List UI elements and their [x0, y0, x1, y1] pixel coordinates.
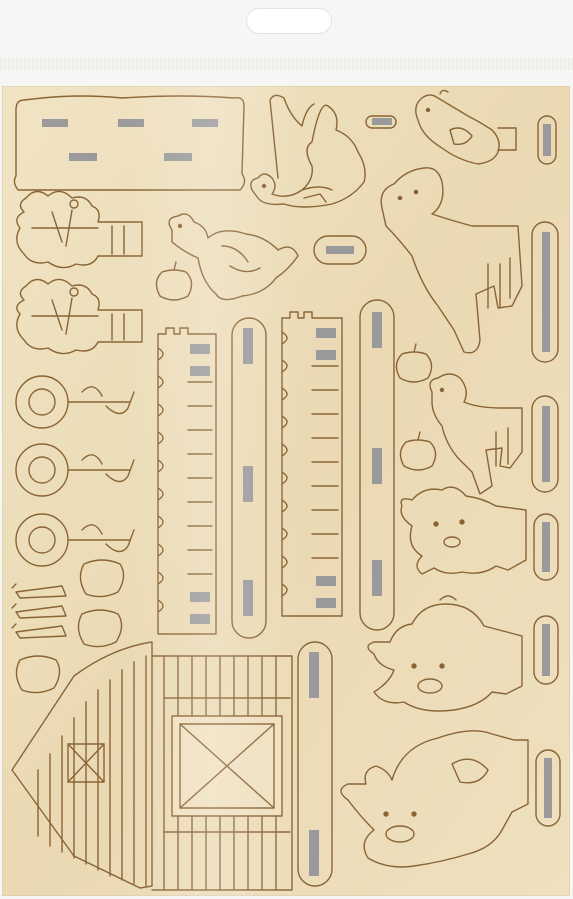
- pill-slot: [313, 235, 367, 265]
- horse: [380, 167, 559, 363]
- pepper: [79, 559, 125, 598]
- plastic-glare: [122, 86, 302, 896]
- plywood-sheet-svg: [2, 86, 570, 896]
- small-horse: [429, 373, 559, 495]
- slot: [69, 153, 97, 161]
- sunflower: [15, 513, 135, 567]
- plywood-sheet: [2, 86, 570, 896]
- bag-seal-strip: [0, 58, 573, 70]
- goat: [400, 486, 559, 581]
- chicken: [415, 89, 557, 165]
- cow: [340, 730, 561, 868]
- carrot: [11, 603, 67, 619]
- pig: [367, 595, 559, 712]
- pepper: [77, 609, 123, 648]
- slot: [42, 119, 68, 127]
- apple: [399, 431, 437, 471]
- hanger-hole: [246, 8, 332, 34]
- carrot: [11, 623, 67, 639]
- pepper: [15, 655, 61, 694]
- apple: [395, 343, 433, 383]
- sunflower: [15, 443, 135, 497]
- carrot: [11, 583, 67, 599]
